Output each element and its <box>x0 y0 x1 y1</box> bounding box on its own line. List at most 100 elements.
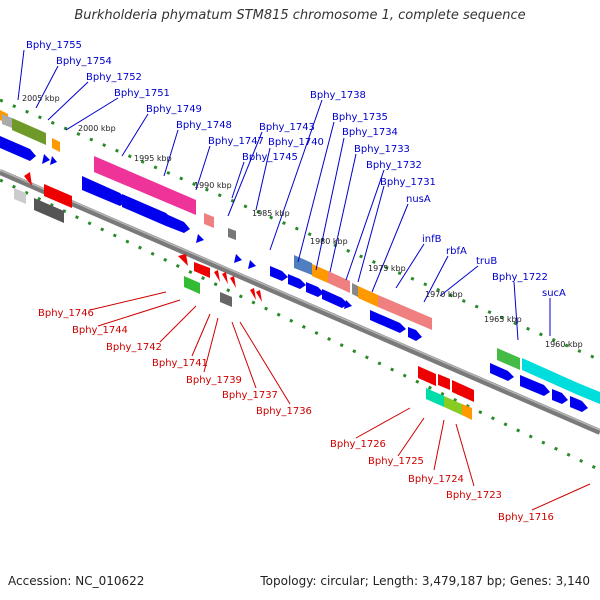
gene-arrow[interactable] <box>288 274 306 289</box>
tick-label: 1965 kbp <box>484 315 522 324</box>
reverse-gene-labels: Bphy_1746 Bphy_1744 Bphy_1742 Bphy_1741 … <box>38 308 554 523</box>
gene-label[interactable]: rbfA <box>446 246 467 257</box>
gene-label[interactable]: Bphy_1745 <box>242 152 298 163</box>
gene-label[interactable]: Bphy_1731 <box>380 177 436 188</box>
gene-arrow[interactable] <box>0 136 36 161</box>
sequence-backbone <box>0 169 600 435</box>
gene-arrow[interactable] <box>82 176 128 206</box>
gene-feature[interactable] <box>426 388 444 407</box>
gene-label[interactable]: Bphy_1748 <box>176 120 232 131</box>
tick-label: 1990 kbp <box>194 181 232 190</box>
gene-label[interactable]: Bphy_1749 <box>146 104 202 115</box>
gene-label[interactable]: Bphy_1747 <box>208 136 264 147</box>
gene-feature[interactable] <box>312 264 328 283</box>
gene-label[interactable]: Bphy_1724 <box>408 474 464 485</box>
gene-arrow[interactable] <box>270 266 288 281</box>
gene-feature[interactable] <box>14 188 26 204</box>
gene-arrow[interactable] <box>230 276 236 288</box>
gene-label[interactable]: Bphy_1752 <box>86 72 142 83</box>
gene-arrow[interactable] <box>322 289 348 308</box>
forward-gene-labels: Bphy_1755 Bphy_1754 Bphy_1752 Bphy_1751 … <box>26 40 566 299</box>
gene-arrow[interactable] <box>44 184 72 208</box>
gene-feature[interactable] <box>228 228 236 240</box>
gene-label[interactable]: Bphy_1738 <box>310 90 366 101</box>
gene-arrow[interactable] <box>122 194 174 226</box>
gene-label[interactable]: Bphy_1722 <box>492 272 548 283</box>
gene-arrow[interactable] <box>234 254 242 263</box>
gene-label[interactable]: sucA <box>542 288 566 299</box>
gene-feature[interactable] <box>34 198 64 223</box>
gene-label[interactable]: truB <box>476 256 497 267</box>
gene-feature[interactable] <box>294 255 312 275</box>
gene-feature[interactable] <box>352 283 358 297</box>
gene-arrow[interactable] <box>24 172 32 186</box>
gene-arrow[interactable] <box>178 254 188 266</box>
tick-label: 2000 kbp <box>78 124 116 133</box>
gene-feature[interactable] <box>522 358 560 387</box>
gene-arrow[interactable] <box>344 300 352 309</box>
gene-arrow[interactable] <box>552 389 568 404</box>
gene-feature[interactable] <box>204 213 214 228</box>
gene-label[interactable]: Bphy_1751 <box>114 88 170 99</box>
gene-arrow[interactable] <box>166 214 190 233</box>
gene-label[interactable]: Bphy_1732 <box>366 160 422 171</box>
gene-label[interactable]: Bphy_1743 <box>259 122 315 133</box>
gene-label[interactable]: Bphy_1735 <box>332 112 388 123</box>
gene-arrow[interactable] <box>50 156 57 165</box>
gene-label[interactable]: nusA <box>406 194 431 205</box>
gene-feature[interactable] <box>497 348 520 370</box>
gene-label[interactable]: Bphy_1740 <box>268 137 324 148</box>
gene-arrow[interactable] <box>452 380 474 402</box>
tick-label: 1960 kbp <box>545 340 583 349</box>
gene-feature[interactable] <box>444 396 464 416</box>
gene-arrow[interactable] <box>214 270 220 282</box>
gene-arrow[interactable] <box>196 234 204 243</box>
gene-label[interactable]: Bphy_1754 <box>56 56 112 67</box>
gene-feature[interactable] <box>2 114 12 128</box>
gene-feature[interactable] <box>578 383 600 404</box>
gene-feature[interactable] <box>94 156 196 215</box>
gene-arrow[interactable] <box>490 363 514 381</box>
gene-feature[interactable] <box>328 271 350 293</box>
kbp-tick-labels: 2005 kbp 2000 kbp 1995 kbp 1990 kbp 1985… <box>22 94 583 349</box>
reverse-leader-lines <box>89 291 591 511</box>
gene-feature[interactable] <box>378 295 432 330</box>
gene-label[interactable]: Bphy_1737 <box>222 390 278 401</box>
gene-label[interactable]: Bphy_1725 <box>368 456 424 467</box>
gene-arrow[interactable] <box>42 154 50 164</box>
gene-label[interactable]: Bphy_1742 <box>106 342 162 353</box>
gene-label[interactable]: Bphy_1736 <box>256 406 312 417</box>
gene-label[interactable]: Bphy_1723 <box>446 490 502 501</box>
gene-label[interactable]: Bphy_1733 <box>354 144 410 155</box>
gene-label[interactable]: Bphy_1716 <box>498 512 554 523</box>
gene-label[interactable]: Bphy_1744 <box>72 325 128 336</box>
gene-arrow[interactable] <box>306 282 324 297</box>
gene-feature[interactable] <box>462 404 472 420</box>
gene-arrow[interactable] <box>520 375 550 396</box>
tick-label: 2005 kbp <box>22 94 60 103</box>
gene-label[interactable]: infB <box>422 234 442 245</box>
gene-arrow[interactable] <box>408 327 422 341</box>
gene-feature[interactable] <box>52 138 60 152</box>
gene-arrow[interactable] <box>250 288 256 300</box>
gene-feature[interactable] <box>184 276 200 294</box>
gene-arrow[interactable] <box>248 260 256 269</box>
forward-leader-lines <box>17 49 551 341</box>
gene-feature[interactable] <box>220 292 232 307</box>
gene-feature[interactable] <box>560 375 578 395</box>
gene-label[interactable]: Bphy_1739 <box>186 375 242 386</box>
gene-arrow[interactable] <box>256 290 262 302</box>
gene-arrow[interactable] <box>418 366 436 386</box>
gene-label[interactable]: Bphy_1726 <box>330 439 386 450</box>
gene-label[interactable]: Bphy_1755 <box>26 40 82 51</box>
gene-feature[interactable] <box>12 118 46 145</box>
gene-feature[interactable] <box>358 286 378 307</box>
gene-arrow[interactable] <box>222 272 228 284</box>
gene-arrow[interactable] <box>438 374 450 390</box>
gene-arrow[interactable] <box>370 310 406 333</box>
gene-label[interactable]: Bphy_1734 <box>342 127 398 138</box>
gene-arrow[interactable] <box>570 396 588 412</box>
gene-arrow[interactable] <box>194 262 210 278</box>
gene-label[interactable]: Bphy_1746 <box>38 308 94 319</box>
gene-label[interactable]: Bphy_1741 <box>152 358 208 369</box>
